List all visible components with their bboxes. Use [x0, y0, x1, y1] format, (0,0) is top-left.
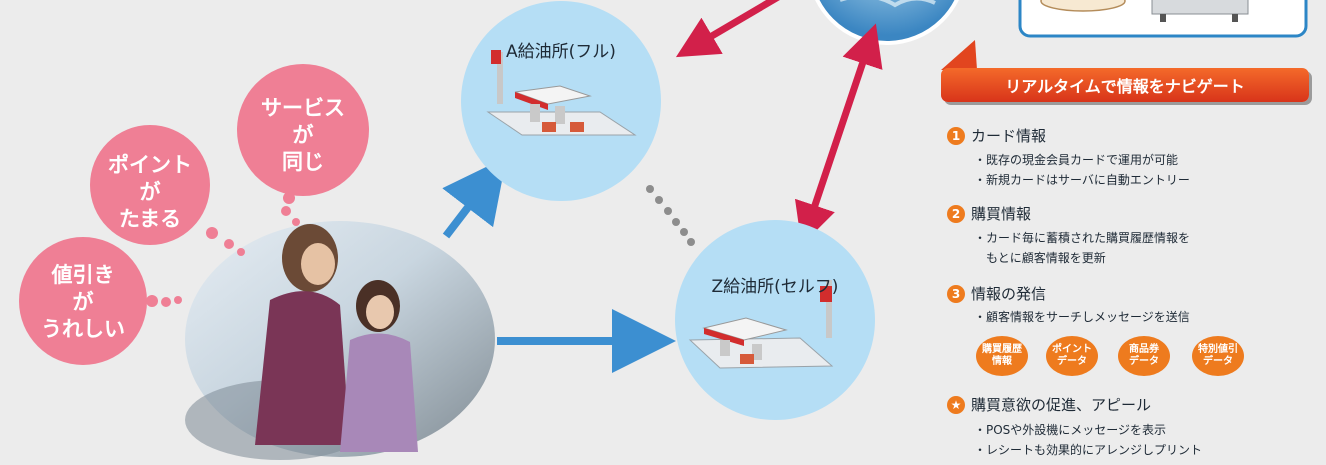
- server-panel-graphic: [1018, 0, 1308, 38]
- section-title-text: カード情報: [971, 127, 1047, 145]
- chip-line: 商品券: [1129, 344, 1159, 355]
- chip-line: データ: [1203, 356, 1233, 367]
- chip-point-data: ポイントデータ: [1046, 336, 1098, 376]
- arrow-customer-to-a: [442, 156, 507, 239]
- bubble-discount-happy: 値引き が うれしい: [23, 262, 143, 343]
- section-title-text: 情報の発信: [971, 285, 1047, 303]
- chip-special-discount: 特別値引データ: [1192, 336, 1244, 376]
- section-line: ・顧客情報をサーチしメッセージを送信: [974, 310, 1190, 324]
- section-line: ・カード毎に蓄積された購買履歴情報を: [974, 231, 1191, 245]
- network-globe: [815, 0, 959, 45]
- station-z-circle: [675, 220, 875, 420]
- sync-arrow-globe-z: [794, 23, 883, 246]
- headline-banner: リアルタイムで情報をナビゲート: [941, 68, 1309, 102]
- chip-line: 情報: [992, 356, 1012, 367]
- sync-arrow-globe-a: [675, 0, 780, 58]
- bubble-line: サービス: [261, 96, 345, 120]
- section-promotion-title: ★ 購買意欲の促進、アピール: [947, 394, 1151, 415]
- chip-voucher-data: 商品券データ: [1118, 336, 1170, 376]
- bubble-line: が: [139, 179, 161, 204]
- chip-line: データ: [1057, 356, 1087, 367]
- station-z-label: Z給油所(セルフ): [711, 277, 839, 297]
- station-link-dots: [646, 185, 695, 246]
- bubble-line: が: [292, 122, 314, 147]
- number-2-icon: 2: [947, 204, 965, 223]
- bubble-line: 同じ: [282, 149, 324, 174]
- section-title-text: 購買意欲の促進、アピール: [971, 396, 1152, 414]
- chip-line: 特別値引: [1198, 344, 1238, 355]
- section-line: ・POSや外設機にメッセージを表示: [974, 423, 1167, 437]
- section-line: ・既存の現金会員カードで運用が可能: [974, 153, 1179, 167]
- section-title-text: 購買情報: [971, 205, 1032, 223]
- bubble-line: が: [72, 289, 94, 314]
- station-a-label: A給油所(フル): [506, 42, 616, 62]
- section-line: ・新規カードはサーバに自動エントリー: [974, 173, 1190, 187]
- section-line: ・レシートも効果的にアレンジしプリント: [974, 443, 1203, 457]
- number-1-icon: 1: [947, 126, 965, 145]
- chip-line: ポイント: [1052, 344, 1092, 355]
- section-purchase-info-title: 2 購買情報: [947, 203, 1031, 224]
- bubble-line: 値引き: [51, 263, 115, 287]
- customer-photo: [185, 221, 495, 460]
- section-send-info-title: 3 情報の発信: [947, 283, 1046, 304]
- bubble-points-earn: ポイント が たまる: [95, 152, 205, 233]
- bubble-service-same: サービス が 同じ: [243, 95, 363, 176]
- section-line: もとに顧客情報を更新: [974, 251, 1106, 265]
- thought-bubbles: [19, 64, 369, 365]
- number-3-icon: 3: [947, 284, 965, 303]
- chip-line: データ: [1129, 356, 1159, 367]
- station-a-circle: [461, 1, 661, 201]
- chip-line: 購買履歴: [982, 344, 1022, 355]
- bubble-line: ポイント: [108, 153, 192, 177]
- chip-purchase-history: 購買履歴情報: [976, 336, 1028, 376]
- star-icon: ★: [947, 395, 965, 414]
- bubble-line: たまる: [118, 206, 182, 231]
- bubble-line: うれしい: [41, 316, 125, 341]
- section-card-info-title: 1 カード情報: [947, 125, 1046, 146]
